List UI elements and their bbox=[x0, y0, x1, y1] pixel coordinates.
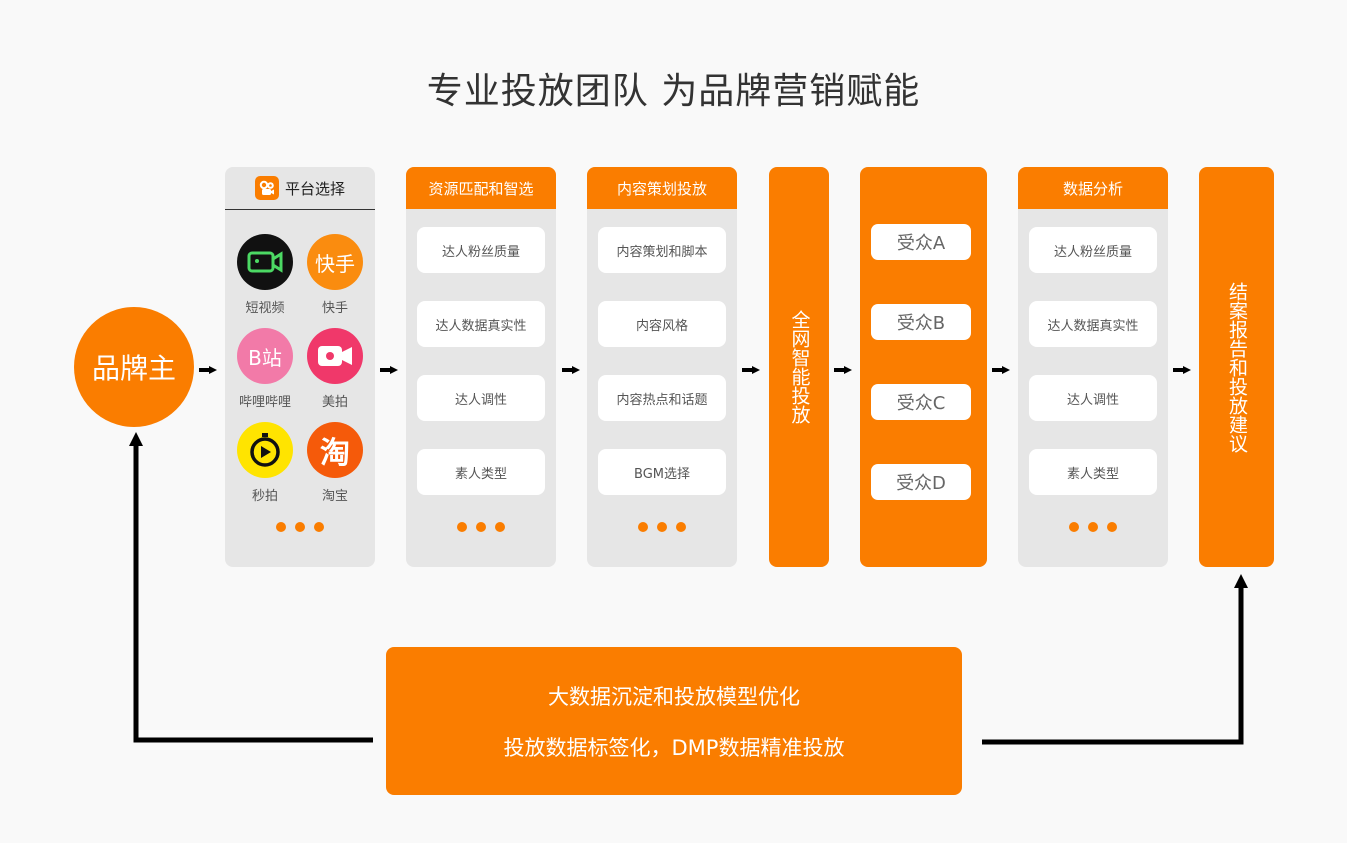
resource-panel: 资源匹配和智选 达人粉丝质量 达人数据真实性 达人调性 素人类型 bbox=[406, 167, 556, 567]
short-video-icon[interactable] bbox=[237, 234, 293, 290]
network-delivery-label: 全网智能投放 bbox=[788, 310, 811, 424]
feedback-line-to-report bbox=[982, 586, 1244, 745]
platform-panel: 平台选择 短视频 快手 快手 B站 哔哩哔哩 美拍 秒拍 淘 淘宝 bbox=[225, 167, 375, 567]
audience-item: 受众C bbox=[871, 384, 971, 420]
content-panel: 内容策划投放 内容策划和脚本 内容风格 内容热点和话题 BGM选择 bbox=[587, 167, 737, 567]
more-dots bbox=[225, 522, 375, 532]
report-panel: 结案报告和投放建议 bbox=[1199, 167, 1274, 567]
network-delivery-panel: 全网智能投放 bbox=[769, 167, 829, 567]
bigdata-line-2: 投放数据标签化，DMP数据精准投放 bbox=[503, 736, 845, 760]
more-dots bbox=[406, 522, 556, 532]
bigdata-optimization-box: 大数据沉淀和投放模型优化 投放数据标签化，DMP数据精准投放 bbox=[386, 647, 962, 795]
platform-header: 平台选择 bbox=[225, 167, 375, 210]
analysis-item: 达人数据真实性 bbox=[1029, 301, 1157, 347]
content-item: 内容策划和脚本 bbox=[598, 227, 726, 273]
platform-label-taobao: 淘宝 bbox=[321, 489, 348, 504]
feedback-arrowhead-brand bbox=[129, 432, 143, 446]
analysis-item: 达人粉丝质量 bbox=[1029, 227, 1157, 273]
brand-owner-node: 品牌主 bbox=[74, 307, 194, 427]
audience-item: 受众D bbox=[871, 464, 971, 500]
resource-item: 素人类型 bbox=[417, 449, 545, 495]
more-dots bbox=[587, 522, 737, 532]
platform-label-kuaishou: 快手 bbox=[321, 301, 348, 316]
taobao-icon[interactable]: 淘 bbox=[307, 422, 363, 478]
content-item: BGM选择 bbox=[598, 449, 726, 495]
content-header: 内容策划投放 bbox=[587, 167, 737, 209]
bilibili-icon[interactable]: B站 bbox=[237, 328, 293, 384]
resource-item: 达人数据真实性 bbox=[417, 301, 545, 347]
resource-header: 资源匹配和智选 bbox=[406, 167, 556, 209]
audience-item: 受众A bbox=[871, 224, 971, 260]
audience-item: 受众B bbox=[871, 304, 971, 340]
platform-label-miaopai: 秒拍 bbox=[251, 489, 278, 504]
more-dots bbox=[1018, 522, 1168, 532]
platform-label-meipai: 美拍 bbox=[321, 395, 348, 410]
platform-label-bilibili: 哔哩哔哩 bbox=[238, 395, 291, 410]
resource-item: 达人调性 bbox=[417, 375, 545, 421]
bigdata-line-1: 大数据沉淀和投放模型优化 bbox=[548, 685, 800, 709]
kuaishou-icon[interactable]: 快手 bbox=[307, 234, 363, 290]
analysis-item: 达人调性 bbox=[1029, 375, 1157, 421]
content-item: 内容热点和话题 bbox=[598, 375, 726, 421]
platform-header-label: 平台选择 bbox=[284, 179, 345, 198]
analysis-panel: 数据分析 达人粉丝质量 达人数据真实性 达人调性 素人类型 bbox=[1018, 167, 1168, 567]
feedback-line-to-brand bbox=[133, 444, 373, 743]
content-item: 内容风格 bbox=[598, 301, 726, 347]
meipai-video-icon[interactable] bbox=[307, 328, 363, 384]
analysis-item: 素人类型 bbox=[1029, 449, 1157, 495]
analysis-header: 数据分析 bbox=[1018, 167, 1168, 209]
feedback-arrowhead-report bbox=[1234, 574, 1248, 588]
page-title: 专业投放团队 为品牌营销赋能 bbox=[426, 71, 921, 112]
kuaishou-logo-icon bbox=[254, 176, 279, 200]
report-label: 结案报告和投放建议 bbox=[1226, 281, 1248, 453]
resource-item: 达人粉丝质量 bbox=[417, 227, 545, 273]
audience-panel: 受众A 受众B 受众C 受众D bbox=[860, 167, 987, 567]
miaopai-stopwatch-icon[interactable] bbox=[237, 422, 293, 478]
platform-label-short-video: 短视频 bbox=[245, 301, 285, 316]
